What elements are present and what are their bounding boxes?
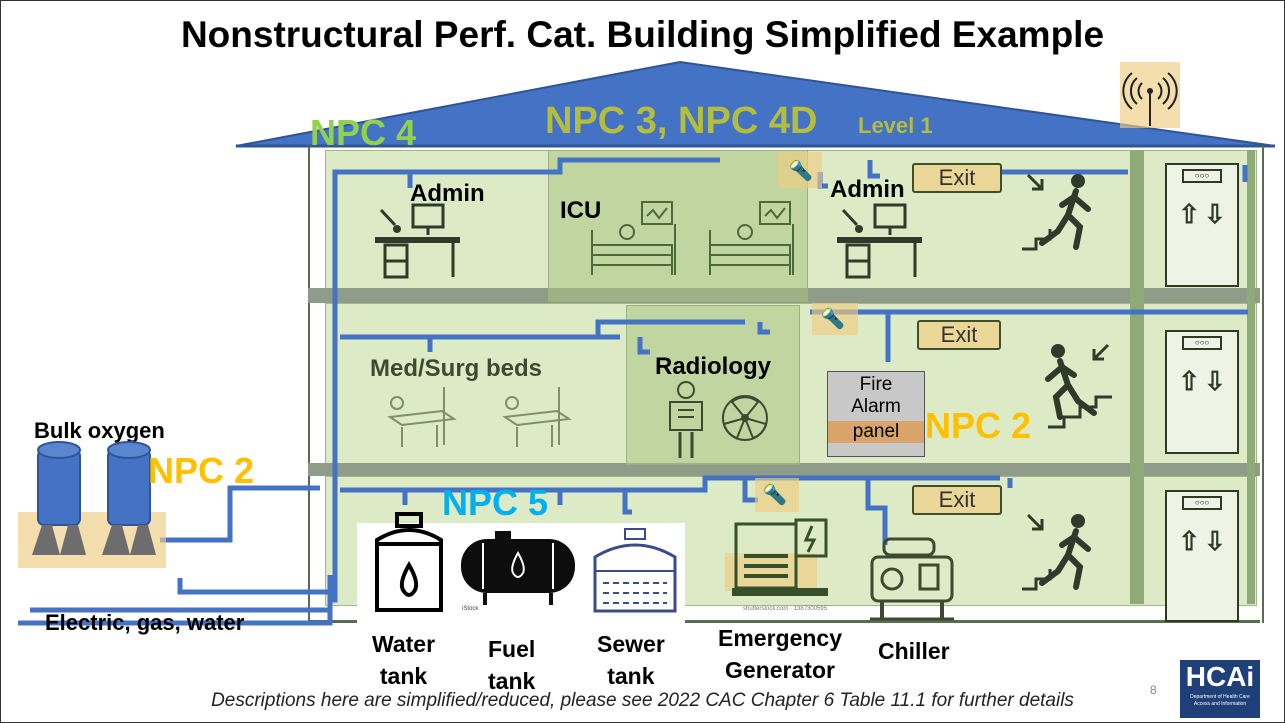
- npc5-label: NPC 5: [442, 482, 549, 523]
- elevator-icon: ○○○ ⇧⇩: [1165, 490, 1239, 622]
- hcai-logo-subtitle: Department of Health Care Access and Inf…: [1190, 694, 1250, 707]
- roof: [235, 60, 1276, 148]
- fire-alarm-line2: Alarm: [851, 396, 901, 417]
- alarm-light-icon: 🔦: [788, 160, 813, 182]
- stairs-exit-icon: [1022, 173, 1091, 251]
- water-tank-icon: [375, 512, 443, 612]
- column: [1130, 150, 1144, 604]
- antenna-icon: [1122, 72, 1178, 126]
- floor-slab: [308, 463, 1260, 476]
- exit-sign: Exit: [912, 163, 1002, 193]
- radiology-room: [626, 305, 800, 465]
- page-title: Nonstructural Perf. Cat. Building Simpli…: [180, 14, 1105, 55]
- chiller-icon: [870, 537, 954, 621]
- column: [1247, 150, 1255, 604]
- alarm-highlight: [755, 478, 799, 512]
- hcai-logo-text: HCAi: [1185, 661, 1255, 692]
- generator-label: Emergency Generator: [718, 622, 842, 686]
- shutterstock-watermark: shutterstock.com · 1387300595: [743, 606, 828, 612]
- level-label: Level 1: [858, 113, 933, 138]
- chiller-label: Chiller: [878, 638, 950, 664]
- hcai-logo: HCAi Department of Health Care Access an…: [1180, 660, 1260, 718]
- generator-icon: [732, 518, 828, 596]
- xray-radiation-icon: [669, 381, 768, 458]
- desk-icon: [375, 203, 460, 279]
- desk-icon: [837, 203, 922, 279]
- water-tank-label: Water tank: [372, 628, 435, 692]
- generator-label-line2: Generator: [725, 657, 835, 683]
- fire-alarm-line3: panel: [828, 421, 924, 443]
- admin-left-label: Admin: [410, 180, 485, 207]
- admin-right-label: Admin: [830, 176, 905, 203]
- istock-watermark: iStock: [462, 606, 479, 612]
- sewer-tank-label: Sewer tank: [597, 628, 665, 692]
- radiology-label: Radiology: [655, 353, 772, 380]
- alarm-light-icon: 🔦: [820, 308, 845, 330]
- ground-line: [308, 620, 1260, 623]
- slide-number: 8: [1150, 683, 1157, 697]
- elevator-icon: ○○○ ⇧⇩: [1165, 163, 1239, 287]
- alarm-highlight: [778, 152, 822, 188]
- alarm-light-icon: 🔦: [762, 484, 787, 506]
- med-surg-label: Med/Surg beds: [370, 355, 543, 382]
- icu-room: [548, 150, 808, 302]
- exit-sign: Exit: [917, 320, 1001, 350]
- hospital-bed-icon: [387, 387, 457, 447]
- utilities-label: Electric, gas, water: [45, 610, 245, 635]
- generator-highlight: [725, 553, 817, 591]
- water-tank-label-line1: Water: [372, 631, 436, 657]
- npc3-npc4d-label: NPC 3, NPC 4D: [545, 100, 818, 142]
- building-outline: [308, 146, 1264, 623]
- fuel-tank-label-line2: tank: [488, 668, 536, 694]
- fire-alarm-panel: Fire Alarm panel: [827, 371, 925, 457]
- stairs-exit-icon: [1045, 343, 1112, 429]
- npc4-label: NPC 4: [310, 112, 417, 153]
- stairs-exit-icon: [1022, 513, 1091, 591]
- bulk-oxygen-label: Bulk oxygen: [34, 418, 165, 443]
- npc2-building-label: NPC 2: [925, 405, 1032, 446]
- hospital-bed-icon: [502, 387, 572, 447]
- generator-label-line1: Emergency: [718, 625, 843, 651]
- alarm-highlight: [812, 303, 858, 335]
- sewer-tank-icon: [593, 528, 677, 613]
- sewer-tank-label-line1: Sewer: [597, 631, 665, 657]
- fuel-tank-label-line1: Fuel: [488, 636, 536, 662]
- oxygen-tanks-icon: [32, 441, 156, 555]
- fuel-tank-icon: [461, 531, 575, 605]
- sewer-tank-label-line2: tank: [607, 663, 655, 689]
- footer-note: Descriptions here are simplified/reduced…: [211, 690, 1074, 711]
- icu-label: ICU: [560, 197, 602, 224]
- icu-bed-icon: [591, 201, 676, 275]
- icu-bed-icon: [709, 201, 794, 275]
- water-tank-label-line2: tank: [379, 663, 428, 689]
- exit-sign: Exit: [912, 485, 1002, 515]
- fire-alarm-line1: Fire: [859, 374, 893, 395]
- npc2-oxygen-label: NPC 2: [148, 450, 255, 491]
- fuel-tank-label: Fuel tank: [488, 633, 535, 697]
- elevator-icon: ○○○ ⇧⇩: [1165, 330, 1239, 454]
